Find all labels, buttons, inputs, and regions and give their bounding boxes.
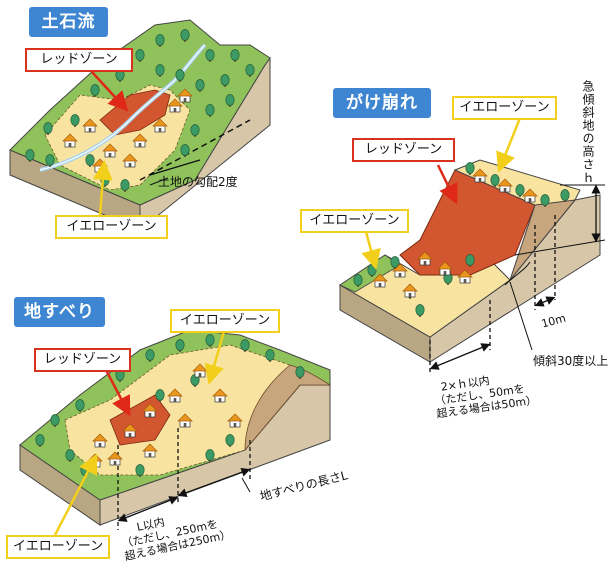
- debris-slope-label: 土地の勾配2度: [158, 175, 238, 189]
- landslide-yellow-label-bottom: イエローゾーン: [6, 535, 110, 559]
- debris-red-label: レッドゾーン: [25, 48, 133, 72]
- cliff-diagram: [339, 117, 606, 375]
- cliff-red-label: レッドゾーン: [352, 138, 455, 162]
- cliff-face: [509, 199, 577, 281]
- landslide-diagram: [19, 327, 332, 536]
- landslide-yellow-label-top: イエローゾーン: [170, 309, 280, 333]
- cliff-height-label: 急傾斜地の高さｈ: [581, 80, 595, 184]
- cliff-red-zone: [399, 169, 536, 276]
- debris-flow-title: 土石流: [29, 7, 108, 37]
- debris-slope-pointer: [149, 177, 169, 186]
- cliff-title: がけ崩れ: [333, 88, 431, 118]
- debris-yellow-label: イエローゾーン: [55, 215, 168, 239]
- cliff-angle-label: 傾斜30度以上: [533, 354, 609, 368]
- landslide-title: 地すべり: [14, 297, 105, 327]
- landslide-red-label: レッドゾーン: [34, 348, 131, 372]
- cliff-yellow-label-left: イエローゾーン: [300, 209, 409, 233]
- cliff-yellow-label-top: イエローゾーン: [452, 96, 557, 120]
